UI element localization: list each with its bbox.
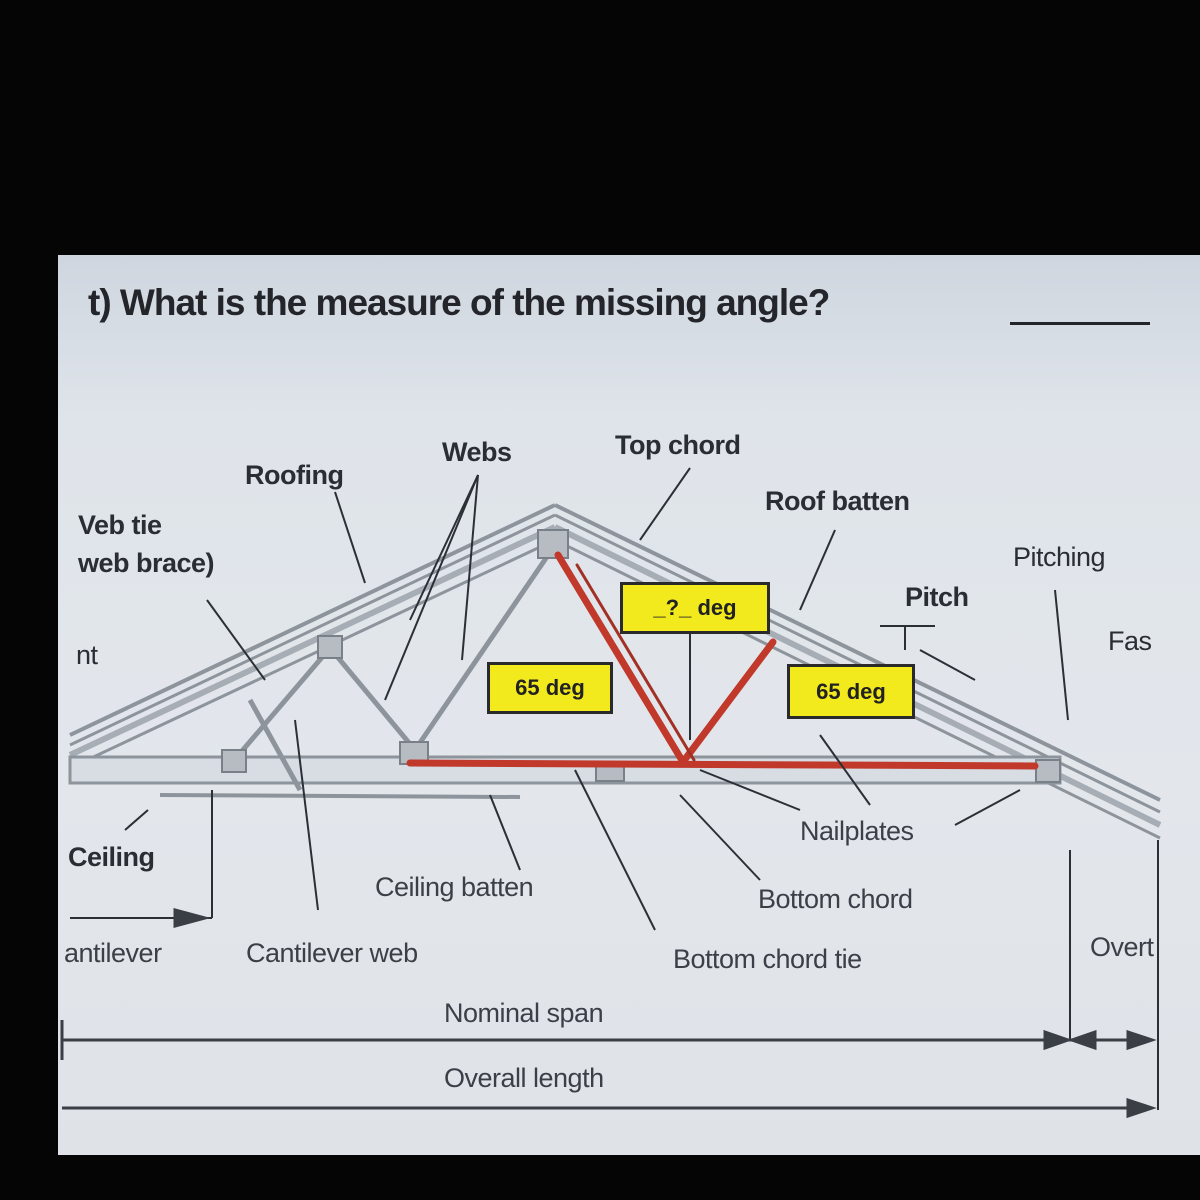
label-overall-length: Overall length bbox=[444, 1063, 604, 1093]
label-pitch: Pitch bbox=[905, 582, 969, 612]
label-roof-batten: Roof batten bbox=[765, 486, 910, 516]
label-web-brace: web brace) bbox=[78, 548, 215, 578]
label-fascia: Fas bbox=[1108, 626, 1152, 656]
leader-lines bbox=[70, 467, 1159, 1110]
question-text: t) What is the measure of the missing an… bbox=[88, 282, 830, 323]
label-nominal-span: Nominal span bbox=[444, 998, 604, 1028]
label-ceiling: Ceiling bbox=[68, 842, 155, 872]
highlighted-members bbox=[406, 551, 1039, 770]
label-webs: Webs bbox=[442, 437, 512, 467]
label-web-tie: Veb tie bbox=[78, 510, 162, 540]
dimension-lines bbox=[60, 908, 1157, 1119]
label-overhang: Overt bbox=[1090, 932, 1154, 962]
label-bottom-chord-tie: Bottom chord tie bbox=[673, 944, 862, 974]
label-top-chord: Top chord bbox=[615, 430, 741, 460]
answer-blank[interactable] bbox=[1010, 322, 1150, 325]
webs bbox=[228, 543, 558, 792]
label-cantilever: antilever bbox=[64, 938, 162, 968]
nailplates bbox=[221, 529, 1061, 783]
top-chord-left bbox=[68, 503, 557, 770]
label-nt: nt bbox=[76, 640, 98, 670]
worksheet-photo bbox=[58, 255, 1200, 1155]
label-cantilever-web: Cantilever web bbox=[246, 938, 418, 968]
label-roofing: Roofing bbox=[245, 460, 344, 490]
label-ceiling-batten: Ceiling batten bbox=[375, 872, 534, 902]
label-pitching: Pitching bbox=[1013, 542, 1106, 572]
right-angle-box: 65 deg bbox=[787, 664, 915, 719]
label-bottom-chord: Bottom chord bbox=[758, 884, 913, 914]
missing-angle-box: _?_ deg bbox=[620, 582, 770, 634]
label-nailplates: Nailplates bbox=[800, 816, 914, 846]
left-angle-box: 65 deg bbox=[487, 662, 613, 714]
